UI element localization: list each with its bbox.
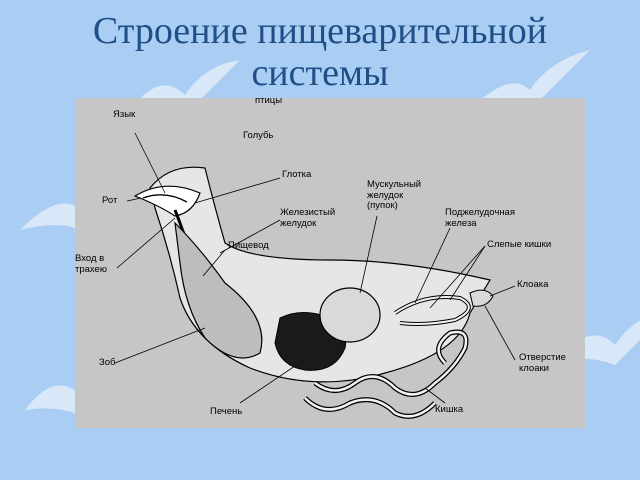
digestive-system-diagram: птицы Голубь Язык Рот Вход в трахею Зоб … [75, 98, 585, 428]
muscular-stomach-label: Мускульный желудок (пупок) [367, 179, 422, 211]
caeca-inner [394, 296, 470, 325]
cloaca-label: Клоака [517, 279, 549, 290]
caeca-label: Слепые кишки [487, 239, 552, 250]
species-label: Голубь [243, 130, 274, 141]
glandular-stomach-label: Железистый желудок [280, 207, 336, 229]
subtitle-label: птицы [255, 98, 283, 106]
trachea-entrance-label: Вход в трахею [75, 253, 107, 275]
slide-title-line-2: системы [251, 52, 389, 94]
head-beak [133, 185, 201, 217]
cloaca-opening-label: Отверстие клоаки [519, 352, 566, 374]
tongue-label: Язык [113, 109, 136, 120]
esophagus-label: Пищевод [228, 240, 269, 251]
leader-lines [114, 132, 516, 404]
slide-title-line-1: Строение пищеварительной [92, 10, 548, 52]
bird-anatomy-drawing [114, 132, 516, 419]
intestine-label: Кишка [435, 404, 464, 415]
liver-label: Печень [210, 406, 243, 417]
mouth-label: Рот [102, 195, 118, 206]
pharynx-label: Глотка [282, 169, 312, 180]
crop-label: Зоб [99, 357, 116, 368]
slide-title: Строение пищеварительной системы [0, 10, 640, 94]
pancreas-label: Поджелудочная железа [445, 207, 515, 229]
tongue-shape [142, 194, 188, 203]
gizzard-shape [319, 287, 381, 343]
cloaca-shape [469, 289, 494, 307]
intestine-loops-inner [304, 330, 468, 418]
background-bird-icon [470, 50, 590, 110]
